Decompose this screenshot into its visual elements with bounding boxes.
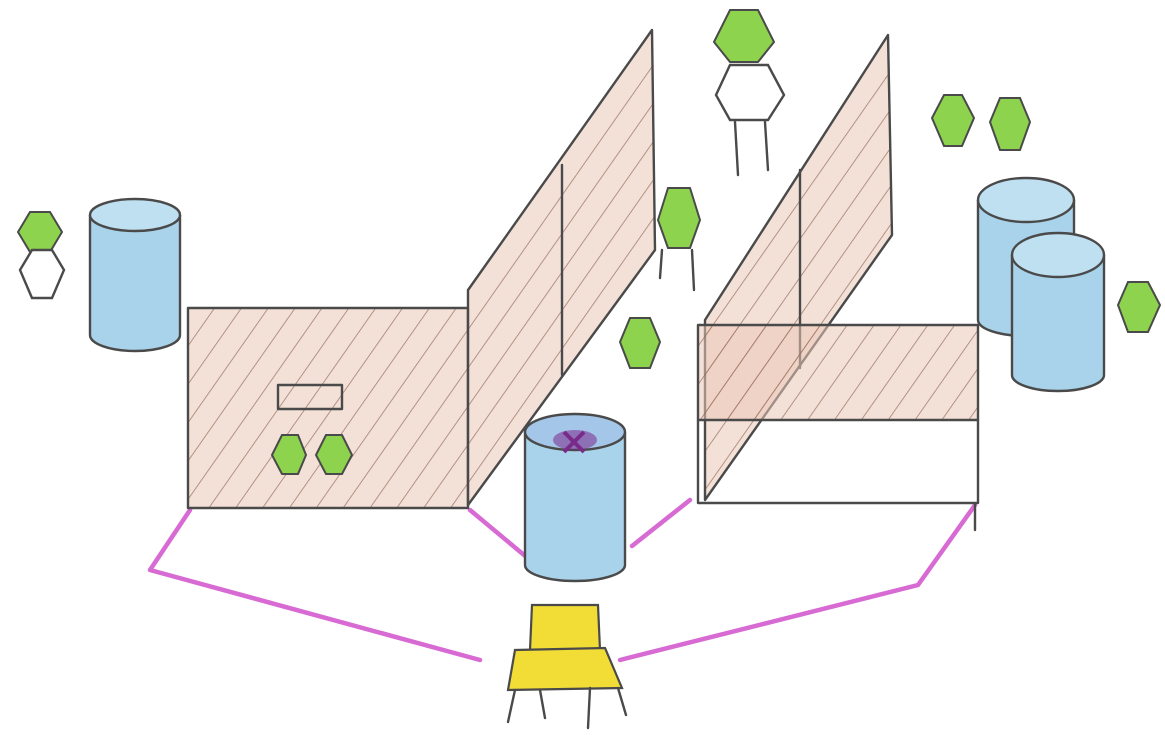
sightline-left (150, 510, 530, 660)
sightline-right (620, 500, 975, 660)
person-top-right-1 (932, 95, 974, 146)
observer-chair (508, 605, 626, 728)
left-front-wall (188, 308, 468, 508)
person-top-right-2 (990, 98, 1030, 150)
person-aisle (620, 318, 660, 368)
person-far-left (18, 212, 64, 298)
right-cylinder-front (1012, 233, 1104, 391)
person-top-center (714, 10, 784, 175)
person-center-standing (658, 188, 700, 290)
person-right-edge (1118, 282, 1160, 332)
target-cylinder (525, 414, 625, 581)
left-cylinder (90, 199, 180, 351)
